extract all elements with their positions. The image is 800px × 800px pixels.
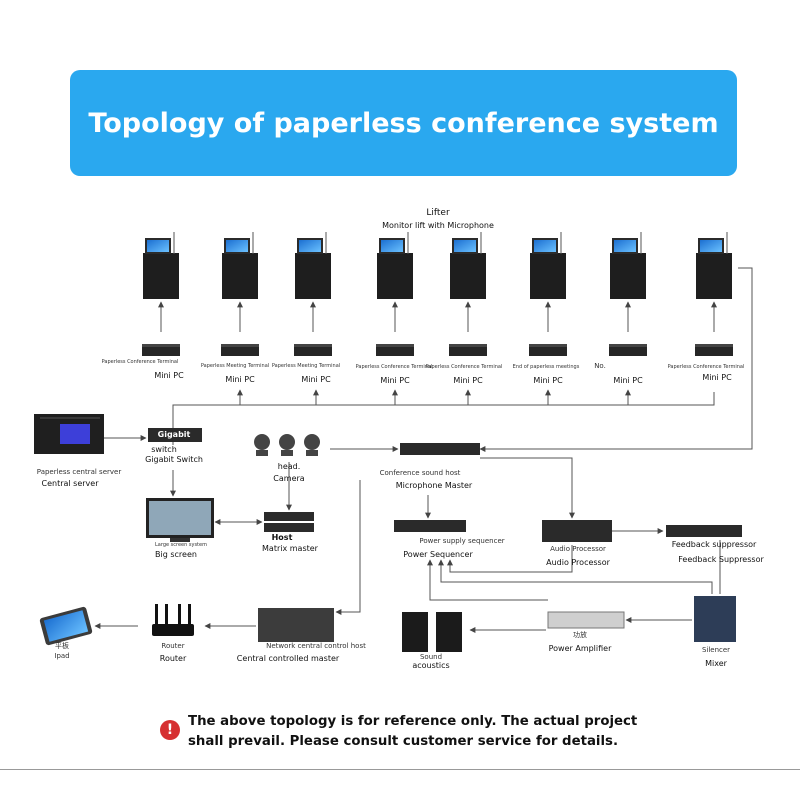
mini-pc-device	[294, 344, 332, 356]
terminal-small-label: End of paperless meetings	[512, 364, 580, 370]
disclaimer-text: The above topology is for reference only…	[188, 714, 638, 749]
terminal-label: Mini PC	[533, 376, 563, 385]
mixer-small-label: Silencer	[701, 646, 731, 654]
audio-processor-device	[542, 520, 612, 542]
camera-device	[254, 434, 320, 456]
lifter-label: Lifter	[426, 208, 450, 218]
terminal-label: Mini PC	[453, 376, 483, 385]
page-title: Topology of paperless conference system	[88, 107, 719, 139]
large-screen-device	[146, 498, 214, 542]
matrix-master-label: Matrix master	[262, 544, 318, 553]
mic-master-label: Microphone Master	[395, 481, 473, 490]
terminal-label: Mini PC	[225, 375, 255, 384]
central-master-device	[258, 608, 334, 642]
router-label: Router	[159, 654, 187, 663]
pc-bus-line	[172, 392, 715, 412]
lifter-monitor	[696, 232, 732, 299]
mini-pcs	[142, 301, 733, 356]
feedback-suppressor-device	[666, 525, 742, 537]
power-amplifier-small-label: 功放	[573, 631, 587, 639]
gigabit-switch-top-label: Gigabit	[157, 430, 191, 439]
router-small-label: Router	[161, 642, 185, 650]
lifter-monitor	[377, 232, 413, 299]
lifter-monitor	[450, 232, 486, 299]
sound-device	[402, 612, 462, 652]
power-sequencer-label: Power Sequencer	[403, 550, 473, 559]
lifter-sublabel: Monitor lift with Microphone	[382, 221, 494, 230]
power-sequencer-device	[394, 520, 466, 532]
lifter-monitor	[295, 232, 331, 299]
warning-icon: !	[160, 720, 180, 740]
terminal-small-label: No.	[594, 362, 606, 370]
terminal-small-label: Paperless Meeting Terminal	[200, 363, 270, 369]
terminal-small-label: Paperless Conference Terminal	[355, 364, 433, 370]
bottom-divider	[0, 769, 800, 770]
connection-lines	[94, 267, 753, 633]
mixer-label: Mixer	[705, 659, 727, 668]
mini-pc-device	[221, 344, 259, 356]
sound-label: acoustics	[412, 661, 450, 670]
line-mic-central	[335, 480, 361, 615]
line-mic-audio	[480, 457, 575, 519]
feedback-suppressor-small-label: Feedback suppressor	[671, 540, 757, 549]
mini-pc-device	[449, 344, 487, 356]
ipad-label: Ipad	[54, 652, 70, 660]
ipad-device	[39, 606, 93, 646]
matrix-master-small-label: Host	[271, 533, 293, 542]
lifter-monitor	[222, 232, 258, 299]
terminal-label: Mini PC	[702, 373, 732, 382]
router-device	[152, 604, 194, 636]
large-screen-small-label: Large screen system	[155, 542, 207, 548]
mini-pc-device	[142, 344, 180, 356]
mini-pc-device	[609, 344, 647, 356]
terminal-small-label: Paperless Conference Terminal	[101, 359, 179, 365]
central-master-label: Central controlled master	[236, 654, 340, 663]
power-amplifier-label: Power Amplifier	[548, 644, 612, 653]
sound-small-label: Sound	[419, 653, 443, 661]
large-screen-label: Big screen	[155, 550, 197, 559]
mic-master-small-label: Conference sound host	[379, 469, 461, 477]
terminal-label: Mini PC	[154, 371, 184, 380]
gigabit-switch-label: Gigabit Switch	[145, 455, 203, 464]
audio-processor-small-label: Audio Processor	[550, 545, 606, 553]
gigabit-switch-device	[148, 428, 202, 442]
terminal-small-label: Paperless Conference Terminal	[667, 364, 745, 370]
line-lifter-to-mic	[479, 267, 753, 452]
central-master-small-label: Network central control host	[266, 642, 366, 650]
terminal-label: Mini PC	[301, 375, 331, 384]
mic-master-device	[400, 443, 480, 455]
central-server-small-label: Paperless central server	[36, 468, 122, 476]
title-banner: Topology of paperless conference system	[70, 70, 737, 176]
lifter-monitor	[530, 232, 566, 299]
line-mixer-seq	[438, 559, 713, 594]
camera-label: Camera	[273, 474, 305, 483]
central-server-device	[34, 414, 104, 454]
central-server-label: Central server	[41, 479, 99, 488]
feedback-suppressor-label: Feedback Suppressor	[678, 555, 764, 564]
terminal-label: Mini PC	[613, 376, 643, 385]
line-audio-seq	[447, 545, 573, 573]
camera-small-label: head.	[277, 462, 301, 471]
audio-processor-label: Audio Processor	[546, 558, 610, 567]
terminal-label: Mini PC	[380, 376, 410, 385]
terminal-small-label: Paperless Meeting Terminal	[271, 363, 341, 369]
line-amp-seq	[427, 559, 548, 601]
lifter-monitor	[143, 232, 179, 299]
disclaimer-notice: ! The above topology is for reference on…	[160, 712, 648, 752]
power-sequencer-small-label: Power supply sequencer	[419, 537, 505, 545]
mini-pc-device	[529, 344, 567, 356]
mini-pc-device	[376, 344, 414, 356]
matrix-master-device	[264, 512, 314, 532]
lifter-monitors	[143, 232, 732, 299]
lifter-monitor	[610, 232, 646, 299]
terminal-small-label: Paperless Conference Terminal	[425, 364, 503, 370]
ipad-small-label: 平板	[55, 642, 69, 650]
gigabit-switch-small-label: switch	[151, 445, 177, 454]
mixer-device	[694, 596, 736, 642]
mini-pc-device	[695, 344, 733, 356]
power-amplifier-device	[547, 611, 625, 629]
